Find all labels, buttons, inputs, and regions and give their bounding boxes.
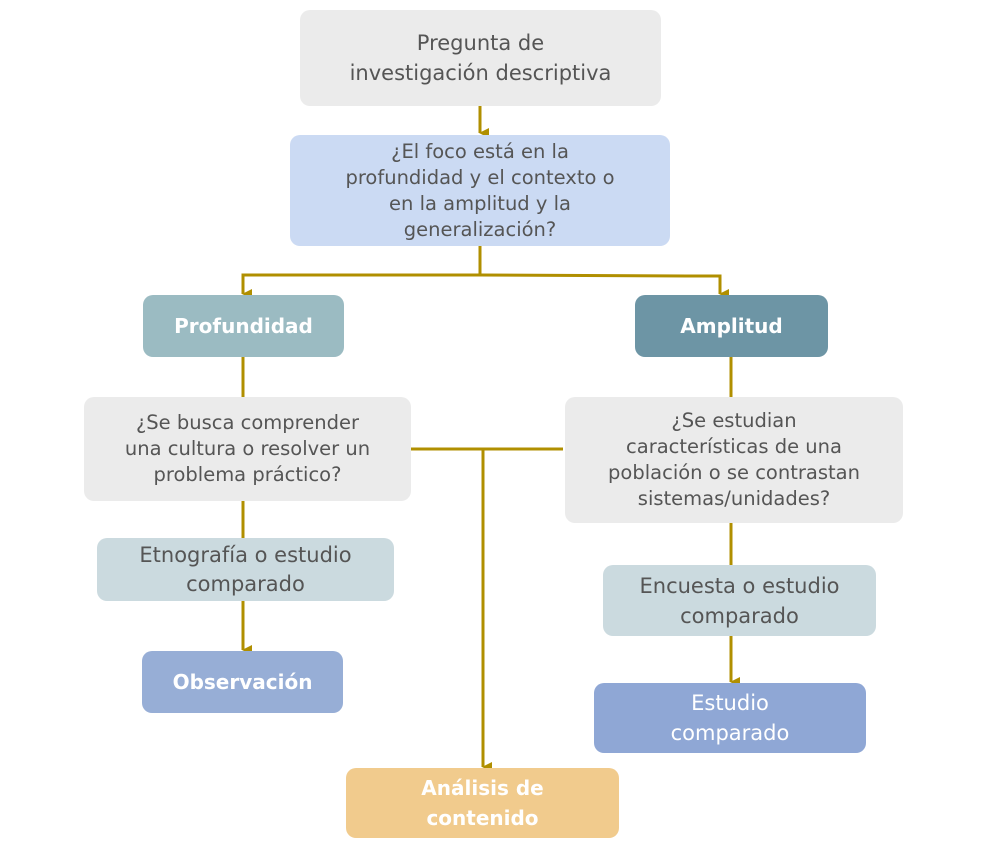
node-analisis-contenido-text: Análisis de contenido <box>421 776 544 830</box>
node-amplitud-text: Amplitud <box>680 314 783 338</box>
node-amplitud: Amplitud <box>635 295 828 357</box>
node-analisis-contenido: Análisis de contenido <box>346 768 619 838</box>
node-focus-question-text: ¿El foco está en la profundidad y el con… <box>345 139 615 241</box>
connector-to-profundidad <box>241 273 480 299</box>
node-etnografia-text: Etnografía o estudio comparado <box>139 542 352 596</box>
node-root-question: Pregunta de investigación descriptiva <box>300 10 661 106</box>
node-profundidad-text: Profundidad <box>174 314 313 338</box>
node-etnografia: Etnografía o estudio comparado <box>97 538 394 601</box>
node-encuesta-text: Encuesta o estudio comparado <box>639 573 840 628</box>
node-estudio-comparado-text: Estudio comparado <box>670 691 790 745</box>
node-estudio-comparado: Estudio comparado <box>594 683 866 753</box>
node-observacion-text: Observación <box>172 670 313 694</box>
node-population-question-text: ¿Se estudian características de una pobl… <box>608 409 860 510</box>
node-focus-question: ¿El foco está en la profundidad y el con… <box>290 135 670 246</box>
connector-to-amplitud <box>479 273 729 299</box>
node-observacion: Observación <box>142 651 343 713</box>
node-culture-question-text: ¿Se busca comprender una cultura o resol… <box>124 411 371 486</box>
node-root-question-text: Pregunta de investigación descriptiva <box>349 31 612 85</box>
node-population-question: ¿Se estudian características de una pobl… <box>565 397 903 523</box>
node-culture-question: ¿Se busca comprender una cultura o resol… <box>84 397 411 501</box>
node-profundidad: Profundidad <box>143 295 344 357</box>
node-encuesta: Encuesta o estudio comparado <box>603 565 876 636</box>
